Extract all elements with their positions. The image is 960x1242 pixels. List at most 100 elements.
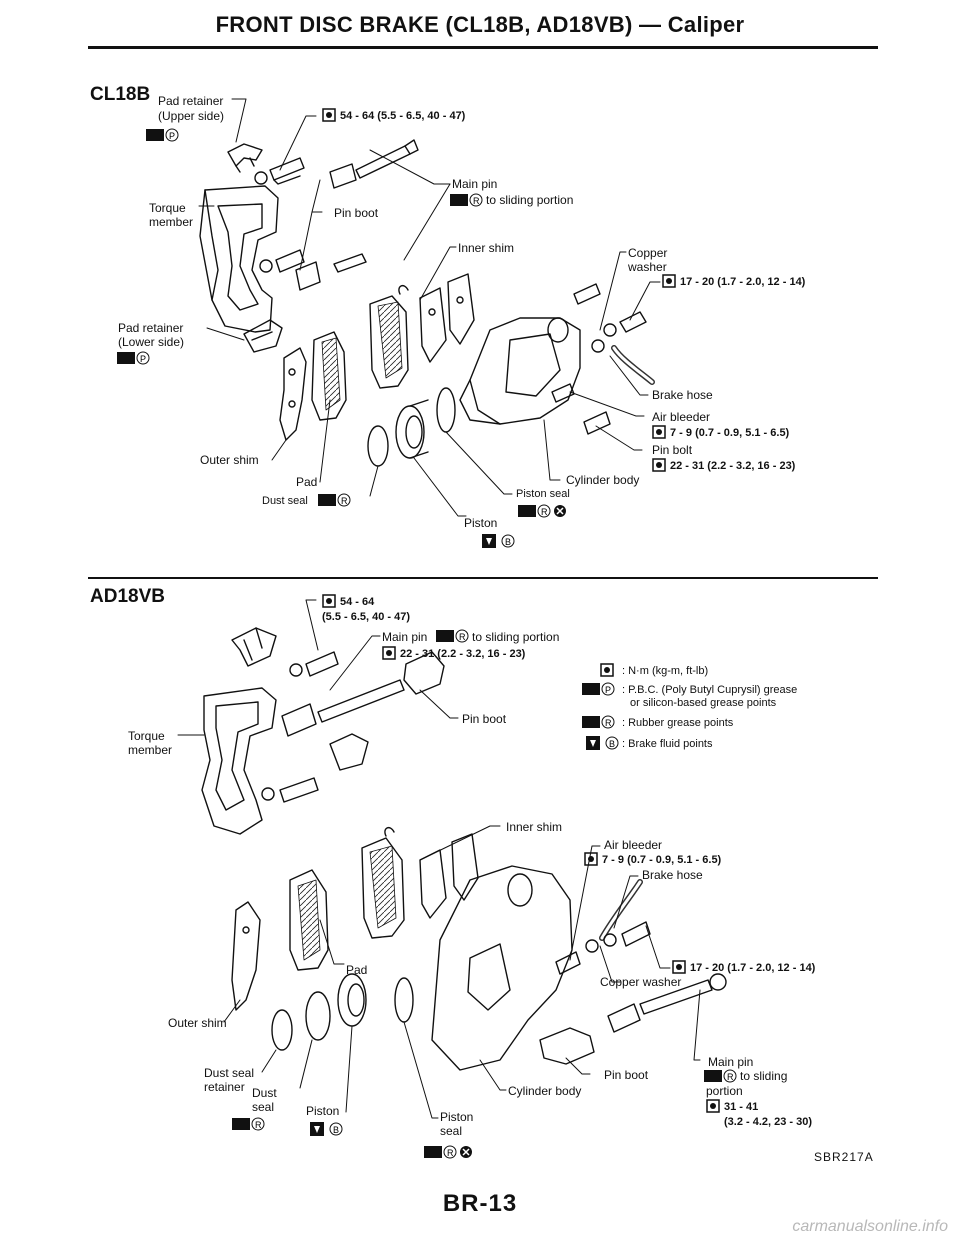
cl18b-pad-retainer-lower <box>243 319 283 353</box>
svg-text:B: B <box>333 1125 339 1135</box>
cl18b-pin-boot-label: Pin boot <box>334 206 379 220</box>
legend-rubber: : Rubber grease points <box>622 717 734 729</box>
grease-rubber-icon: R <box>582 714 616 735</box>
ad18vb-torque-main-pin-2: 31 - 41 <box>724 1101 759 1113</box>
cl18b-torque-member <box>199 185 279 333</box>
ad18vb-leaders <box>177 599 701 1119</box>
ad18vb-piston-label: Piston <box>306 1104 340 1118</box>
ad18vb-inner-shim-label: Inner shim <box>506 820 563 834</box>
svg-text:R: R <box>341 496 348 506</box>
brake-fluid-icon: B <box>586 734 622 757</box>
cl18b-pad-retainer-upper <box>227 143 263 173</box>
cl18b-brake-hose-label: Brake hose <box>652 388 713 402</box>
cl18b-boot-lower <box>295 261 321 291</box>
ad18vb-clip-lower <box>329 733 369 771</box>
ad18vb-inner-shim <box>384 826 479 919</box>
legend: : N·m (kg-m, ft-lb) P : P.B.C. (Poly But… <box>582 660 862 760</box>
ad18vb-torque-member-label: Torque <box>128 729 165 743</box>
ad18vb-dust-seal <box>305 991 331 1041</box>
cl18b-air-bleeder <box>551 383 575 403</box>
svg-text:R: R <box>541 507 548 517</box>
cl18b-copper-washer-sub: washer <box>628 260 667 274</box>
grease-pbc-icon: P <box>582 681 616 702</box>
cl18b-brake-hose <box>611 345 655 385</box>
ad18vb-main-pin-label: Main pin <box>382 630 428 644</box>
torque-icon <box>322 594 336 613</box>
cl18b-copper-washer-label: Copper <box>628 246 668 260</box>
ad18vb-dust-seal-sub: seal <box>252 1100 275 1114</box>
torque-icon <box>382 646 396 665</box>
cl18b-piston-seal-label: Piston seal <box>516 488 570 500</box>
cl18b-piston <box>395 399 429 459</box>
ad18vb-air-bleeder <box>555 951 581 975</box>
legend-torque: : N·m (kg-m, ft-lb) <box>622 665 709 677</box>
ad18vb-piston-seal <box>394 977 414 1023</box>
ad18vb-cylinder-body-label: Cylinder body <box>508 1084 582 1098</box>
svg-text:R: R <box>727 1072 734 1082</box>
grease-pbc-icon: P <box>117 350 151 371</box>
svg-text:R: R <box>473 196 480 206</box>
cl18b-cylinder-body-label: Cylinder body <box>566 473 640 487</box>
cl18b-pin-bolt <box>583 411 611 435</box>
ad18vb-bolt-lower <box>261 777 319 803</box>
ad18vb-brake-hose <box>599 879 643 941</box>
grease-rubber-icon: R <box>450 192 484 213</box>
grease-rubber-icon: R <box>704 1068 738 1089</box>
cl18b-pad-retainer-lower-sub: (Lower side) <box>118 335 185 349</box>
ad18vb-outer-shim-label: Outer shim <box>168 1016 227 1030</box>
torque-icon <box>672 960 686 979</box>
svg-text:B: B <box>505 537 511 547</box>
ad18vb-clip-upper <box>231 627 277 667</box>
ad18vb-torque-copper: 17 - 20 (1.7 - 2.0, 12 - 14) <box>690 962 816 974</box>
legend-pbc-sub: or silicon-based grease points <box>630 697 777 709</box>
cl18b-pad-retainer-lower-label: Pad retainer <box>118 321 184 335</box>
watermark: carmanualsonline.info <box>792 1218 948 1235</box>
ad18vb-pin-boot-2-label: Pin boot <box>604 1068 649 1082</box>
cl18b-pad-label: Pad <box>296 475 318 489</box>
ad18vb-torque-top-sub: (5.5 - 6.5, 40 - 47) <box>322 611 411 623</box>
ad18vb-air-bleeder-label: Air bleeder <box>604 838 663 852</box>
cl18b-pad-outer <box>311 331 347 421</box>
grease-rubber-icon: R <box>318 492 352 513</box>
cl18b-main-pin-note: to sliding portion <box>486 193 574 207</box>
cl18b-torque-air: 7 - 9 (0.7 - 0.9, 5.1 - 6.5) <box>670 427 790 439</box>
torque-icon <box>584 852 598 871</box>
grease-pbc-icon: P <box>146 127 180 148</box>
torque-icon <box>600 663 614 682</box>
brake-fluid-icon: B <box>482 532 518 555</box>
torque-icon <box>652 458 666 477</box>
ad18vb-dust-seal-label: Dust <box>252 1086 277 1100</box>
ad18vb-main-pin <box>317 679 405 723</box>
cl18b-torque-copper: 17 - 20 (1.7 - 2.0, 12 - 14) <box>680 276 806 288</box>
page-number: BR-13 <box>442 1190 518 1217</box>
ad18vb-main-pin-2 <box>639 973 727 1015</box>
cl18b-pad-inner <box>369 295 409 389</box>
cl18b-cylinder-body <box>459 317 581 425</box>
cl18b-copper-washer <box>591 311 647 353</box>
ad18vb-torque-member-sub: member <box>128 743 173 757</box>
cl18b-bolt-right <box>573 283 601 305</box>
legend-pbc: : P.B.C. (Poly Butyl Cuprysil) grease <box>622 684 798 696</box>
ad18vb-torque-top: 54 - 64 <box>340 596 375 608</box>
svg-text:B: B <box>609 739 615 749</box>
page-title: FRONT DISC BRAKE (CL18B, AD18VB) — Calip… <box>215 12 745 37</box>
ad18vb-dust-seal-retainer-label: Dust seal <box>204 1066 255 1080</box>
torque-icon <box>706 1099 720 1118</box>
legend-brake-fluid: : Brake fluid points <box>622 738 713 750</box>
ad18vb-pin-boot-2 <box>539 1027 595 1065</box>
svg-text:P: P <box>605 685 611 695</box>
ad18vb-bushing <box>281 703 317 737</box>
ad18vb-cylinder-body <box>431 865 573 1071</box>
ad18vb-main-pin-2-label: Main pin <box>708 1055 754 1069</box>
ad18vb-dust-seal-retainer <box>271 1009 293 1051</box>
cl18b-bolt-lower <box>259 249 305 273</box>
ad18vb-pad-inner <box>361 837 405 939</box>
ad18vb-pin-boot-label: Pin boot <box>462 712 507 726</box>
ad18vb-copper-washer <box>585 921 651 953</box>
ad18vb-torque-main-pin-2-sub: (3.2 - 4.2, 23 - 30) <box>724 1116 813 1128</box>
cl18b-dust-seal-label: Dust seal <box>262 495 308 507</box>
cl18b-pin-lower <box>333 253 367 273</box>
section-divider <box>88 577 878 579</box>
torque-icon <box>662 274 676 293</box>
svg-text:R: R <box>447 1148 454 1158</box>
